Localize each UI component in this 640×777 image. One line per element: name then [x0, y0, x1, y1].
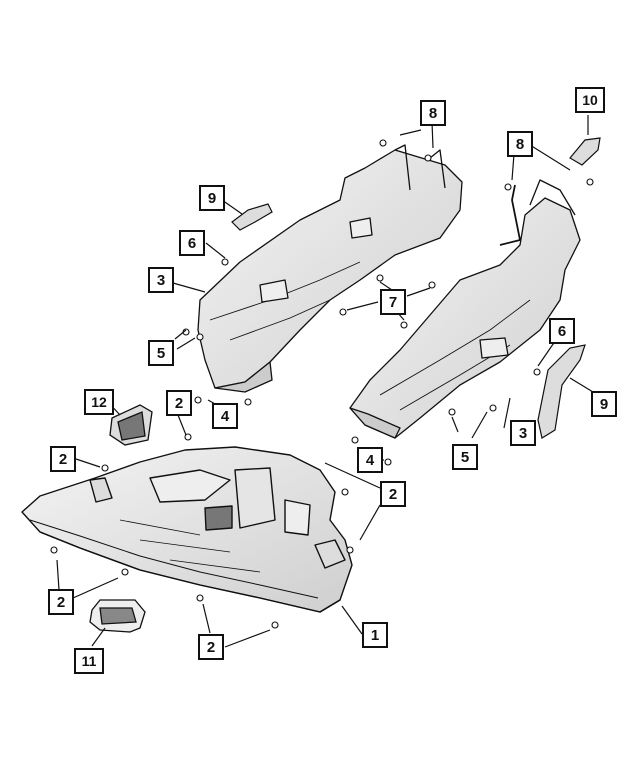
leader-lines — [56, 115, 594, 648]
callout-5: 5 — [452, 444, 478, 470]
callout-3: 3 — [148, 267, 174, 293]
small-access-cover — [89, 599, 146, 633]
callout-2: 2 — [380, 481, 406, 507]
callout-8: 8 — [420, 100, 446, 126]
callout-2: 2 — [50, 446, 76, 472]
callout-3: 3 — [510, 420, 536, 446]
callout-1: 1 — [362, 622, 388, 648]
callout-8: 8 — [507, 131, 533, 157]
fasteners — [50, 139, 594, 629]
callout-10: 10 — [575, 87, 605, 113]
front-skid-plate — [21, 446, 353, 613]
callout-4: 4 — [212, 403, 238, 429]
callout-2: 2 — [198, 634, 224, 660]
right-vertical-bracket — [537, 344, 586, 439]
upper-clip-bracket — [569, 137, 601, 166]
callout-6: 6 — [179, 230, 205, 256]
callout-6: 6 — [549, 318, 575, 344]
left-underbody-panel — [197, 144, 463, 393]
callout-5: 5 — [148, 340, 174, 366]
callout-11: 11 — [74, 648, 104, 674]
callout-9: 9 — [591, 391, 617, 417]
right-underbody-panel — [349, 179, 581, 439]
callout-2: 2 — [48, 589, 74, 615]
callout-9: 9 — [199, 185, 225, 211]
left-clip-bracket — [231, 203, 273, 231]
callout-12: 12 — [84, 389, 114, 415]
callout-7: 7 — [380, 289, 406, 315]
small-bracket — [109, 404, 153, 446]
callout-4: 4 — [357, 447, 383, 473]
callout-2: 2 — [166, 390, 192, 416]
